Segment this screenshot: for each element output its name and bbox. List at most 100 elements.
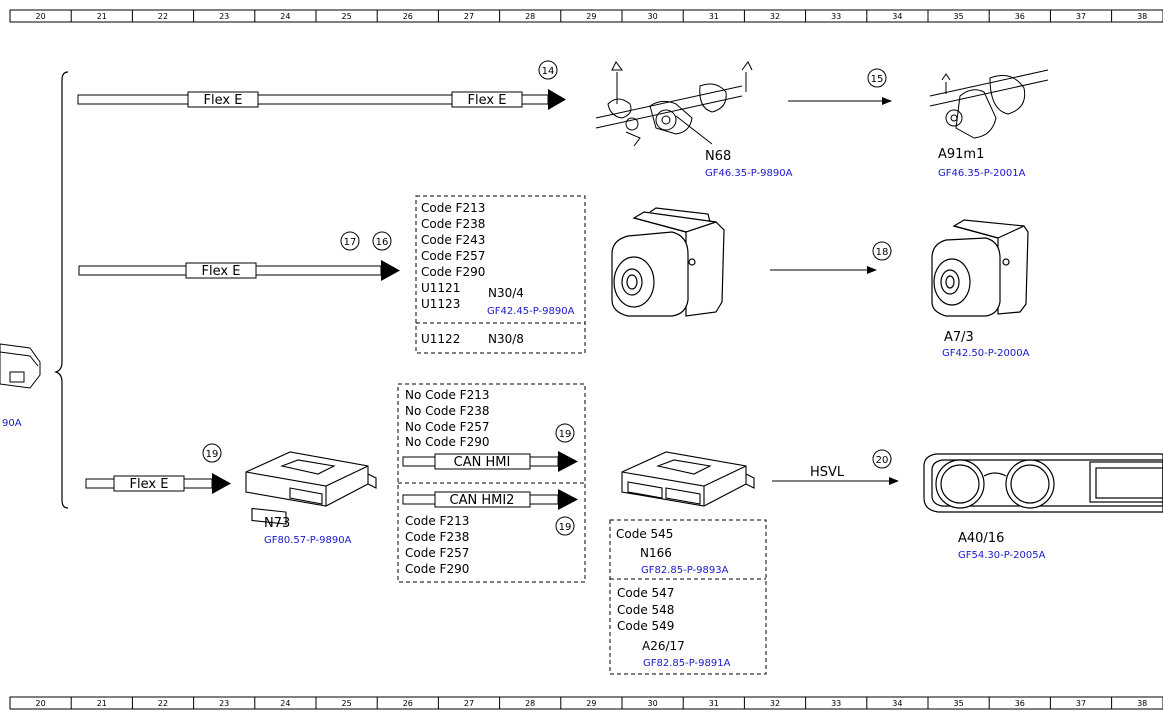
step-marker: 19 xyxy=(202,443,222,463)
ruler-number: 34 xyxy=(892,12,902,21)
bus-label: Flex E xyxy=(202,264,241,279)
control-unit-icon xyxy=(621,451,755,507)
step-marker: 19 xyxy=(555,423,575,443)
ruler-number: 20 xyxy=(36,699,46,708)
row-3: Flex E 19 N73 GF80.57-P-9890A No Code F2… xyxy=(85,383,1163,675)
code-line: U1121 xyxy=(421,281,460,295)
option-code-box: Code 545 N166 GF82.85-P-9893A Code 547 C… xyxy=(609,519,767,675)
row-1: Flex E Flex E 14 N68 GF46.35-P-9890A xyxy=(77,60,1049,179)
left-unit-ref[interactable]: 90A xyxy=(2,418,22,429)
module-ref-link[interactable]: GF80.57-P-9890A xyxy=(264,535,352,546)
ruler-number: 33 xyxy=(831,699,841,708)
ruler-number: 31 xyxy=(709,699,719,708)
bus-label: Flex E xyxy=(204,93,243,108)
module-ref-link[interactable]: GF54.30-P-2005A xyxy=(958,550,1046,561)
ruler-number: 22 xyxy=(158,699,168,708)
step-marker: 19 xyxy=(555,516,575,536)
code-line: Code F290 xyxy=(421,265,485,279)
ruler-number: 27 xyxy=(464,699,474,708)
code-line: Code F243 xyxy=(421,233,485,247)
module-name: A91m1 xyxy=(938,147,984,162)
code-line: Code F257 xyxy=(421,249,485,263)
ruler-number: 37 xyxy=(1076,12,1086,21)
step-marker: 17 xyxy=(340,231,360,251)
bus-label: CAN HMI xyxy=(454,455,511,470)
flex-e-bus-row3: Flex E xyxy=(85,473,231,494)
step-marker: 15 xyxy=(867,68,887,88)
ruler-number: 29 xyxy=(586,699,596,708)
module-ref-link[interactable]: GF82.85-P-9893A xyxy=(641,565,729,576)
ruler-number: 20 xyxy=(36,12,46,21)
ruler-number: 24 xyxy=(280,12,290,21)
code-line: Code F290 xyxy=(405,562,469,576)
ruler-number: 35 xyxy=(954,12,964,21)
module-ref-link[interactable]: GF82.85-P-9891A xyxy=(643,658,731,669)
ruler-number: 21 xyxy=(97,699,107,708)
code-line: Code 548 xyxy=(617,603,674,617)
esp-unit-icon xyxy=(611,207,725,317)
variant-code-box: Code F213 Code F238 Code F243 Code F257 … xyxy=(415,195,586,354)
step-marker: 18 xyxy=(872,241,892,261)
flex-e-bus-row2: Flex E xyxy=(78,260,400,281)
svg-text:16: 16 xyxy=(376,237,389,248)
module-ref-link[interactable]: GF46.35-P-9890A xyxy=(705,168,793,179)
code-line: Code 549 xyxy=(617,619,674,633)
module-ref-link[interactable]: GF46.35-P-2001A xyxy=(938,168,1026,179)
steering-column-assembly-icon xyxy=(595,61,753,147)
svg-text:14: 14 xyxy=(542,66,555,77)
svg-text:15: 15 xyxy=(871,74,884,85)
ruler-number: 21 xyxy=(97,12,107,21)
code-line: Code 547 xyxy=(617,586,674,600)
ruler-number: 37 xyxy=(1076,699,1086,708)
code-line: Code F238 xyxy=(421,217,485,231)
can-hmi2-bus: CAN HMI2 xyxy=(402,489,578,510)
ruler-number: 38 xyxy=(1137,699,1147,708)
step-marker: 16 xyxy=(372,231,392,251)
ruler-number: 22 xyxy=(158,12,168,21)
control-unit-icon xyxy=(245,451,377,525)
ruler-number: 35 xyxy=(954,699,964,708)
flex-e-bus-row1: Flex E Flex E xyxy=(77,89,566,110)
ruler-number: 38 xyxy=(1137,12,1147,21)
code-line: Code F213 xyxy=(405,514,469,528)
steering-motor-icon xyxy=(929,69,1049,139)
ruler-number: 28 xyxy=(525,699,535,708)
bus-label: Flex E xyxy=(130,477,169,492)
svg-text:20: 20 xyxy=(876,455,889,466)
ruler-number: 23 xyxy=(219,699,229,708)
bracket xyxy=(54,71,69,509)
svg-text:18: 18 xyxy=(876,247,889,258)
ruler-number: 32 xyxy=(770,699,780,708)
code-line: Code F238 xyxy=(405,530,469,544)
step-marker: 14 xyxy=(538,60,558,80)
ruler-number: 27 xyxy=(464,12,474,21)
ruler-number: 31 xyxy=(709,12,719,21)
svg-text:17: 17 xyxy=(344,237,357,248)
code-line: No Code F290 xyxy=(405,435,489,449)
module-name: A26/17 xyxy=(642,639,685,653)
bus-label: Flex E xyxy=(468,93,507,108)
ruler-number: 29 xyxy=(586,12,596,21)
code-line: Code F257 xyxy=(405,546,469,560)
code-line: U1123 xyxy=(421,297,460,311)
hsvl-label: HSVL xyxy=(810,465,845,480)
ruler-number: 25 xyxy=(342,12,352,21)
code-line: Code F213 xyxy=(421,201,485,215)
code-line: U1122 xyxy=(421,332,460,346)
ruler-number: 32 xyxy=(770,12,780,21)
step-marker: 20 xyxy=(872,449,892,469)
code-line: No Code F238 xyxy=(405,404,489,418)
ruler-number: 25 xyxy=(342,699,352,708)
svg-text:19: 19 xyxy=(559,429,572,440)
module-ref-link[interactable]: GF42.45-P-9890A xyxy=(487,306,575,317)
ruler-number: 33 xyxy=(831,12,841,21)
code-line: No Code F213 xyxy=(405,388,489,402)
module-name: A40/16 xyxy=(958,531,1004,546)
module-name: N73 xyxy=(264,516,290,531)
can-hmi-bus: CAN HMI xyxy=(402,451,578,472)
svg-text:19: 19 xyxy=(206,449,219,460)
module-ref-link[interactable]: GF42.50-P-2000A xyxy=(942,348,1030,359)
bus-label: CAN HMI2 xyxy=(450,493,515,508)
